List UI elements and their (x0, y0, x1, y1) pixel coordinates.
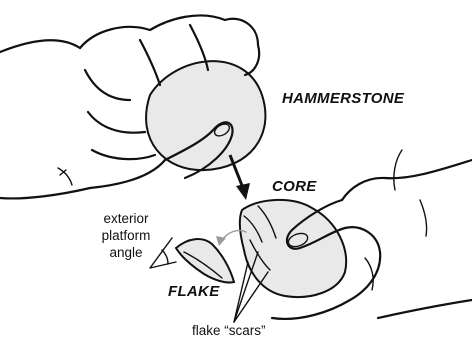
hammerstone-label: HAMMERSTONE (282, 90, 404, 107)
flake-label: FLAKE (168, 283, 220, 300)
core-hand (240, 150, 472, 319)
flake-scars-label: flake “scars” (192, 322, 266, 339)
hammerstone (146, 61, 265, 170)
hammerstone-hand (0, 15, 265, 198)
strike-arrow (230, 155, 250, 200)
flake (150, 238, 234, 283)
exterior-platform-angle-label: exterior platform angle (90, 210, 162, 261)
core-label: CORE (272, 178, 317, 195)
angle-label-line-1: exterior (90, 210, 162, 227)
angle-label-line-3: angle (90, 244, 162, 261)
flake-stone (176, 239, 234, 282)
angle-label-line-2: platform (90, 227, 162, 244)
